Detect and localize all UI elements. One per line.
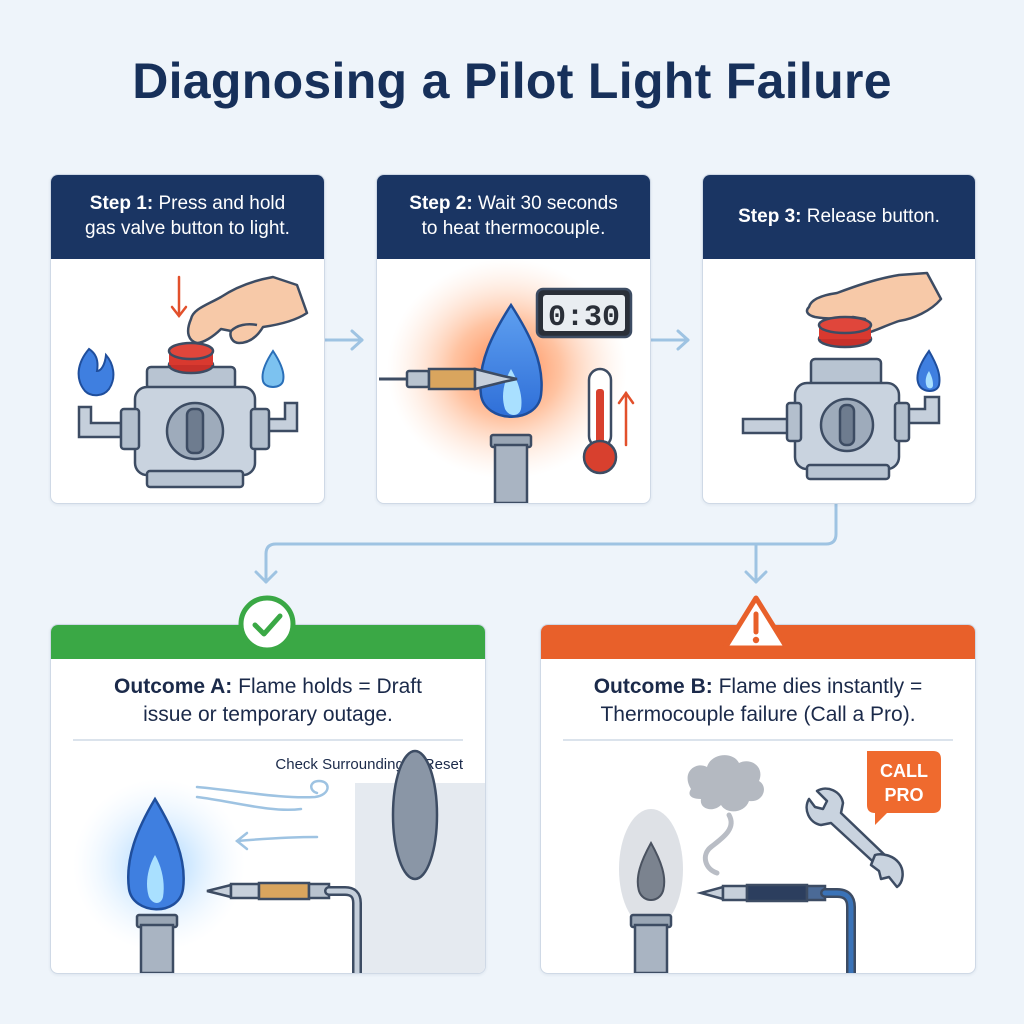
release-button-illustration	[741, 271, 943, 481]
gas-valve-body	[119, 365, 271, 489]
outcome-a-label: Outcome A:	[114, 675, 233, 698]
step-3-text-line1: Release button.	[806, 205, 940, 227]
pilot-flame-icon	[916, 349, 941, 392]
outcome-a-text-line2: issue or temporary outage.	[143, 703, 393, 727]
step-2-text-line2: to heat thermocouple.	[421, 218, 606, 239]
press-down-arrow-icon	[170, 275, 188, 319]
red-gas-valve-button	[817, 315, 873, 349]
pilot-burner	[629, 913, 673, 973]
thermocouple-probe	[206, 881, 362, 973]
outcome-b-text-line1: Flame dies instantly =	[718, 675, 923, 698]
step-1-text-line2: gas valve button to light.	[85, 218, 290, 239]
step-2-card: Step 2: Wait 30 seconds to heat thermocou…	[376, 174, 651, 504]
outcome-b-text: Outcome B: Flame dies instantly = Thermoc…	[561, 673, 955, 730]
blue-pilot-flame-icon	[127, 796, 185, 911]
branch-connector	[264, 500, 838, 584]
call-pro-line1: CALL	[880, 761, 928, 781]
step-2-text-line1: Wait 30 seconds	[477, 193, 618, 215]
pilot-burner	[135, 913, 179, 973]
timer-value: 0:30	[548, 301, 620, 335]
step-1-text-line1: Press and hold	[158, 193, 286, 215]
pilot-flame-icon	[261, 349, 285, 388]
thermocouple-heating-illustration: 0:30	[379, 259, 635, 503]
step-3-label: Step 3:	[738, 205, 802, 227]
step-2-label: Step 2:	[409, 193, 473, 215]
page-title: Diagnosing a Pilot Light Failure	[132, 53, 892, 109]
pilot-burner	[489, 433, 533, 503]
thermocouple-probe	[379, 367, 518, 391]
draft-wind-icon	[195, 779, 329, 851]
step-1-header: Step 1: Press and hold gas valve button t…	[51, 175, 324, 259]
pressing-hand-icon	[186, 275, 309, 345]
temperature-up-arrow-icon	[617, 390, 635, 447]
gas-valve-body	[785, 357, 911, 481]
draft-flame-illustration	[73, 749, 485, 973]
warning-triangle-icon	[722, 595, 790, 651]
call-pro-speech-bubble	[867, 751, 941, 825]
extinguished-flame-icon	[619, 809, 683, 929]
outcome-a-text: Outcome A: Flame holds = Draft issue or t…	[71, 673, 465, 730]
outcome-b-card: Outcome B: Flame dies instantly = Thermoc…	[540, 624, 976, 974]
outcome-a-card: Outcome A: Flame holds = Draft issue or t…	[50, 624, 486, 974]
outcome-b-text-line2: Thermocouple failure (Call a Pro).	[600, 703, 916, 727]
step-1-card: Step 1: Press and hold gas valve button t…	[50, 174, 325, 504]
red-gas-valve-button	[167, 341, 215, 375]
thermometer-icon	[582, 367, 618, 475]
failed-thermocouple-probe	[696, 883, 856, 973]
step-3-header: Step 3: Release button.	[703, 175, 975, 259]
step-3-card: Step 3: Release button.	[702, 174, 976, 504]
flame-icon	[77, 347, 115, 397]
wrench-icon	[805, 787, 904, 889]
outcome-a-divider	[73, 739, 463, 741]
step-2-header: Step 2: Wait 30 seconds to heat thermocou…	[377, 175, 650, 259]
outcome-b-label: Outcome B:	[593, 675, 713, 698]
timer-display	[535, 287, 633, 339]
checkmark-circle-icon	[238, 595, 296, 653]
step-1-label: Step 1:	[89, 193, 154, 215]
call-pro-line2: PRO	[884, 785, 923, 805]
outcome-b-divider	[563, 739, 953, 741]
air-vent-icon	[391, 749, 439, 881]
gas-valve-press-illustration	[77, 275, 309, 489]
flame-out-illustration: CALL PRO	[619, 751, 941, 973]
outcome-a-text-line1: Flame holds = Draft	[238, 675, 422, 698]
smoke-cloud-icon	[687, 755, 764, 876]
